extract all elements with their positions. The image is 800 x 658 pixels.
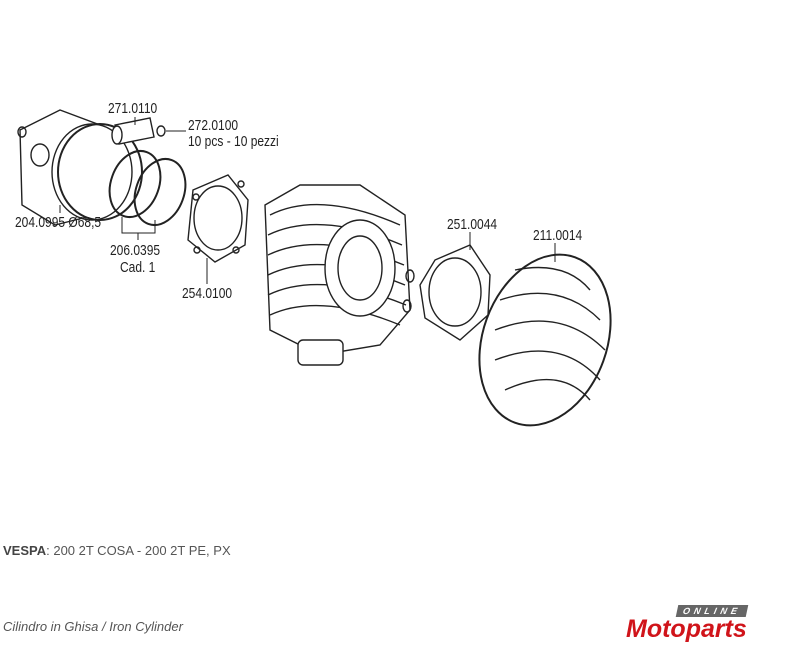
vehicle-compatibility: VESPA: 200 2T COSA - 200 2T PE, PX xyxy=(3,543,231,558)
leader-lines xyxy=(59,117,556,284)
base-gasket-part-number: 254.0100 xyxy=(182,285,233,302)
head-gasket-drawing xyxy=(419,244,491,341)
rings-part-number: 206.0395 xyxy=(110,242,161,259)
piston-rings-drawing xyxy=(108,150,187,226)
cylinder-head-drawing xyxy=(478,253,612,427)
pin-part-number: 271.0110 xyxy=(108,100,158,117)
clip-quantity: 10 pcs - 10 pezzi xyxy=(188,133,279,150)
clip-part-number: 272.0100 xyxy=(188,117,239,134)
cylinder-drawing xyxy=(264,184,411,366)
piston-pin-drawing xyxy=(111,117,166,145)
exploded-cylinder-diagram xyxy=(17,109,612,427)
motoparts-online-logo: ONLINE Motoparts xyxy=(626,605,788,647)
models: : 200 2T COSA - 200 2T PE, PX xyxy=(46,543,231,558)
head-gasket-part-number: 251.0044 xyxy=(447,216,498,233)
rings-quantity: Cad. 1 xyxy=(120,259,156,276)
brand: VESPA xyxy=(3,543,47,558)
head-part-number: 211.0014 xyxy=(533,227,583,244)
logo-wordmark: Motoparts xyxy=(626,615,747,643)
piston-part-number: 204.0995 Ø68,5 xyxy=(15,214,102,231)
piston-drawing xyxy=(17,109,143,226)
dowels-drawing xyxy=(402,269,415,313)
base-gasket-drawing xyxy=(187,174,249,263)
product-subtitle: Cilindro in Ghisa / Iron Cylinder xyxy=(3,619,183,634)
